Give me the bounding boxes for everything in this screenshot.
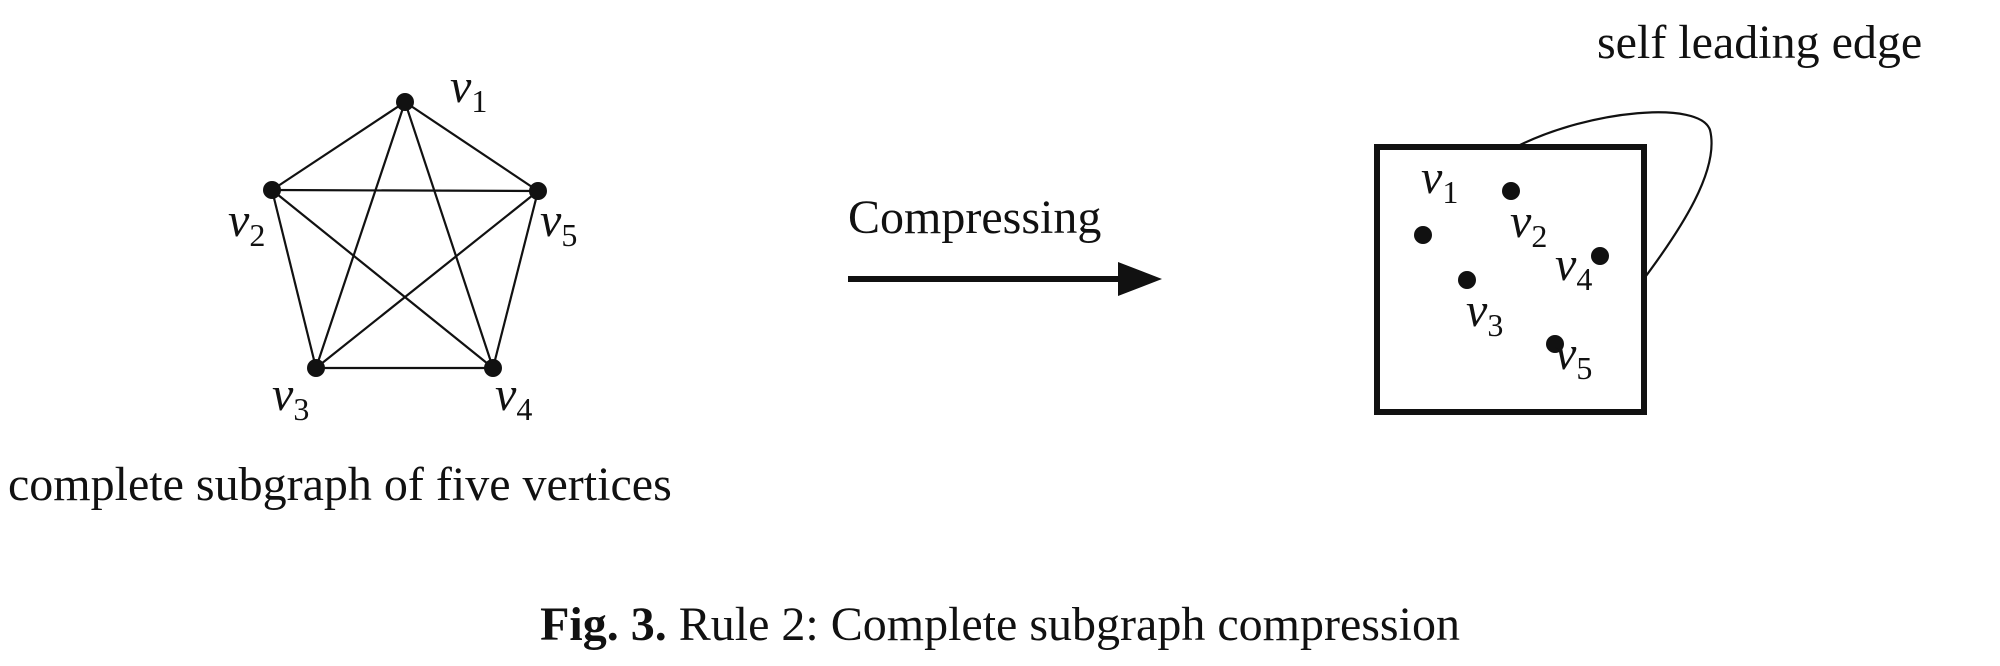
vertex-v2 — [263, 181, 281, 199]
vertex-v3 — [307, 359, 325, 377]
caption-text: Rule 2: Complete subgraph compression — [667, 598, 1460, 651]
inner-vertex-v5 — [1546, 335, 1564, 353]
edge-v2-v3 — [270, 189, 318, 369]
right-label-v4: v4 — [1555, 238, 1592, 297]
inner-vertex-v3 — [1458, 271, 1476, 289]
complete-subgraph: v1 v2 v5 v3 v4 complete subgraph of five… — [8, 60, 672, 511]
inner-vertex-v1 — [1414, 226, 1432, 244]
left-label-v2: v2 — [228, 194, 265, 253]
vertex-v1 — [396, 93, 414, 111]
compressed-box — [1374, 144, 1647, 415]
self-loop-edge — [1517, 111, 1713, 277]
caption-prefix: Fig. 3. — [540, 598, 667, 651]
inner-vertex-v4 — [1591, 247, 1609, 265]
edge-v1-v2 — [271, 101, 406, 191]
right-label-v5: v5 — [1555, 327, 1592, 386]
edge-v5-v3 — [315, 190, 539, 369]
edge-v2-v4 — [271, 189, 494, 369]
left-label-v3: v3 — [272, 368, 309, 427]
edge-v1-v4 — [403, 101, 495, 369]
edge-v5-v4 — [491, 190, 540, 369]
edge-v2-v5 — [271, 188, 539, 193]
k5-edges — [270, 101, 540, 370]
vertex-v5 — [529, 182, 547, 200]
right-label-v3: v3 — [1466, 284, 1503, 343]
edge-v1-v3 — [314, 101, 407, 369]
k5-vertices — [263, 93, 547, 377]
compress-arrow: Compressing — [848, 191, 1162, 296]
left-label-v4: v4 — [495, 368, 532, 427]
compressed-node: self leading edge v1 v2 v4 v3 v5 — [1374, 16, 1922, 415]
right-label-v1: v1 — [1421, 151, 1458, 210]
k5-vertex-labels: v1 v2 v5 v3 v4 — [228, 60, 577, 427]
left-graph-label: complete subgraph of five vertices — [8, 458, 672, 511]
edge-v1-v5 — [404, 101, 539, 192]
left-label-v5: v5 — [540, 194, 577, 253]
inner-vertices — [1414, 182, 1609, 353]
inner-vertex-labels: v1 v2 v4 v3 v5 — [1421, 151, 1592, 386]
left-label-v1: v1 — [450, 60, 487, 119]
self-loop-label: self leading edge — [1597, 16, 1922, 69]
figure-caption: Fig. 3. Rule 2: Complete subgraph compre… — [540, 598, 1460, 651]
inner-vertex-v2 — [1502, 182, 1520, 200]
vertex-v4 — [484, 359, 502, 377]
right-label-v2: v2 — [1510, 195, 1547, 254]
arrow-label: Compressing — [848, 191, 1101, 244]
arrow-head — [1118, 262, 1162, 296]
